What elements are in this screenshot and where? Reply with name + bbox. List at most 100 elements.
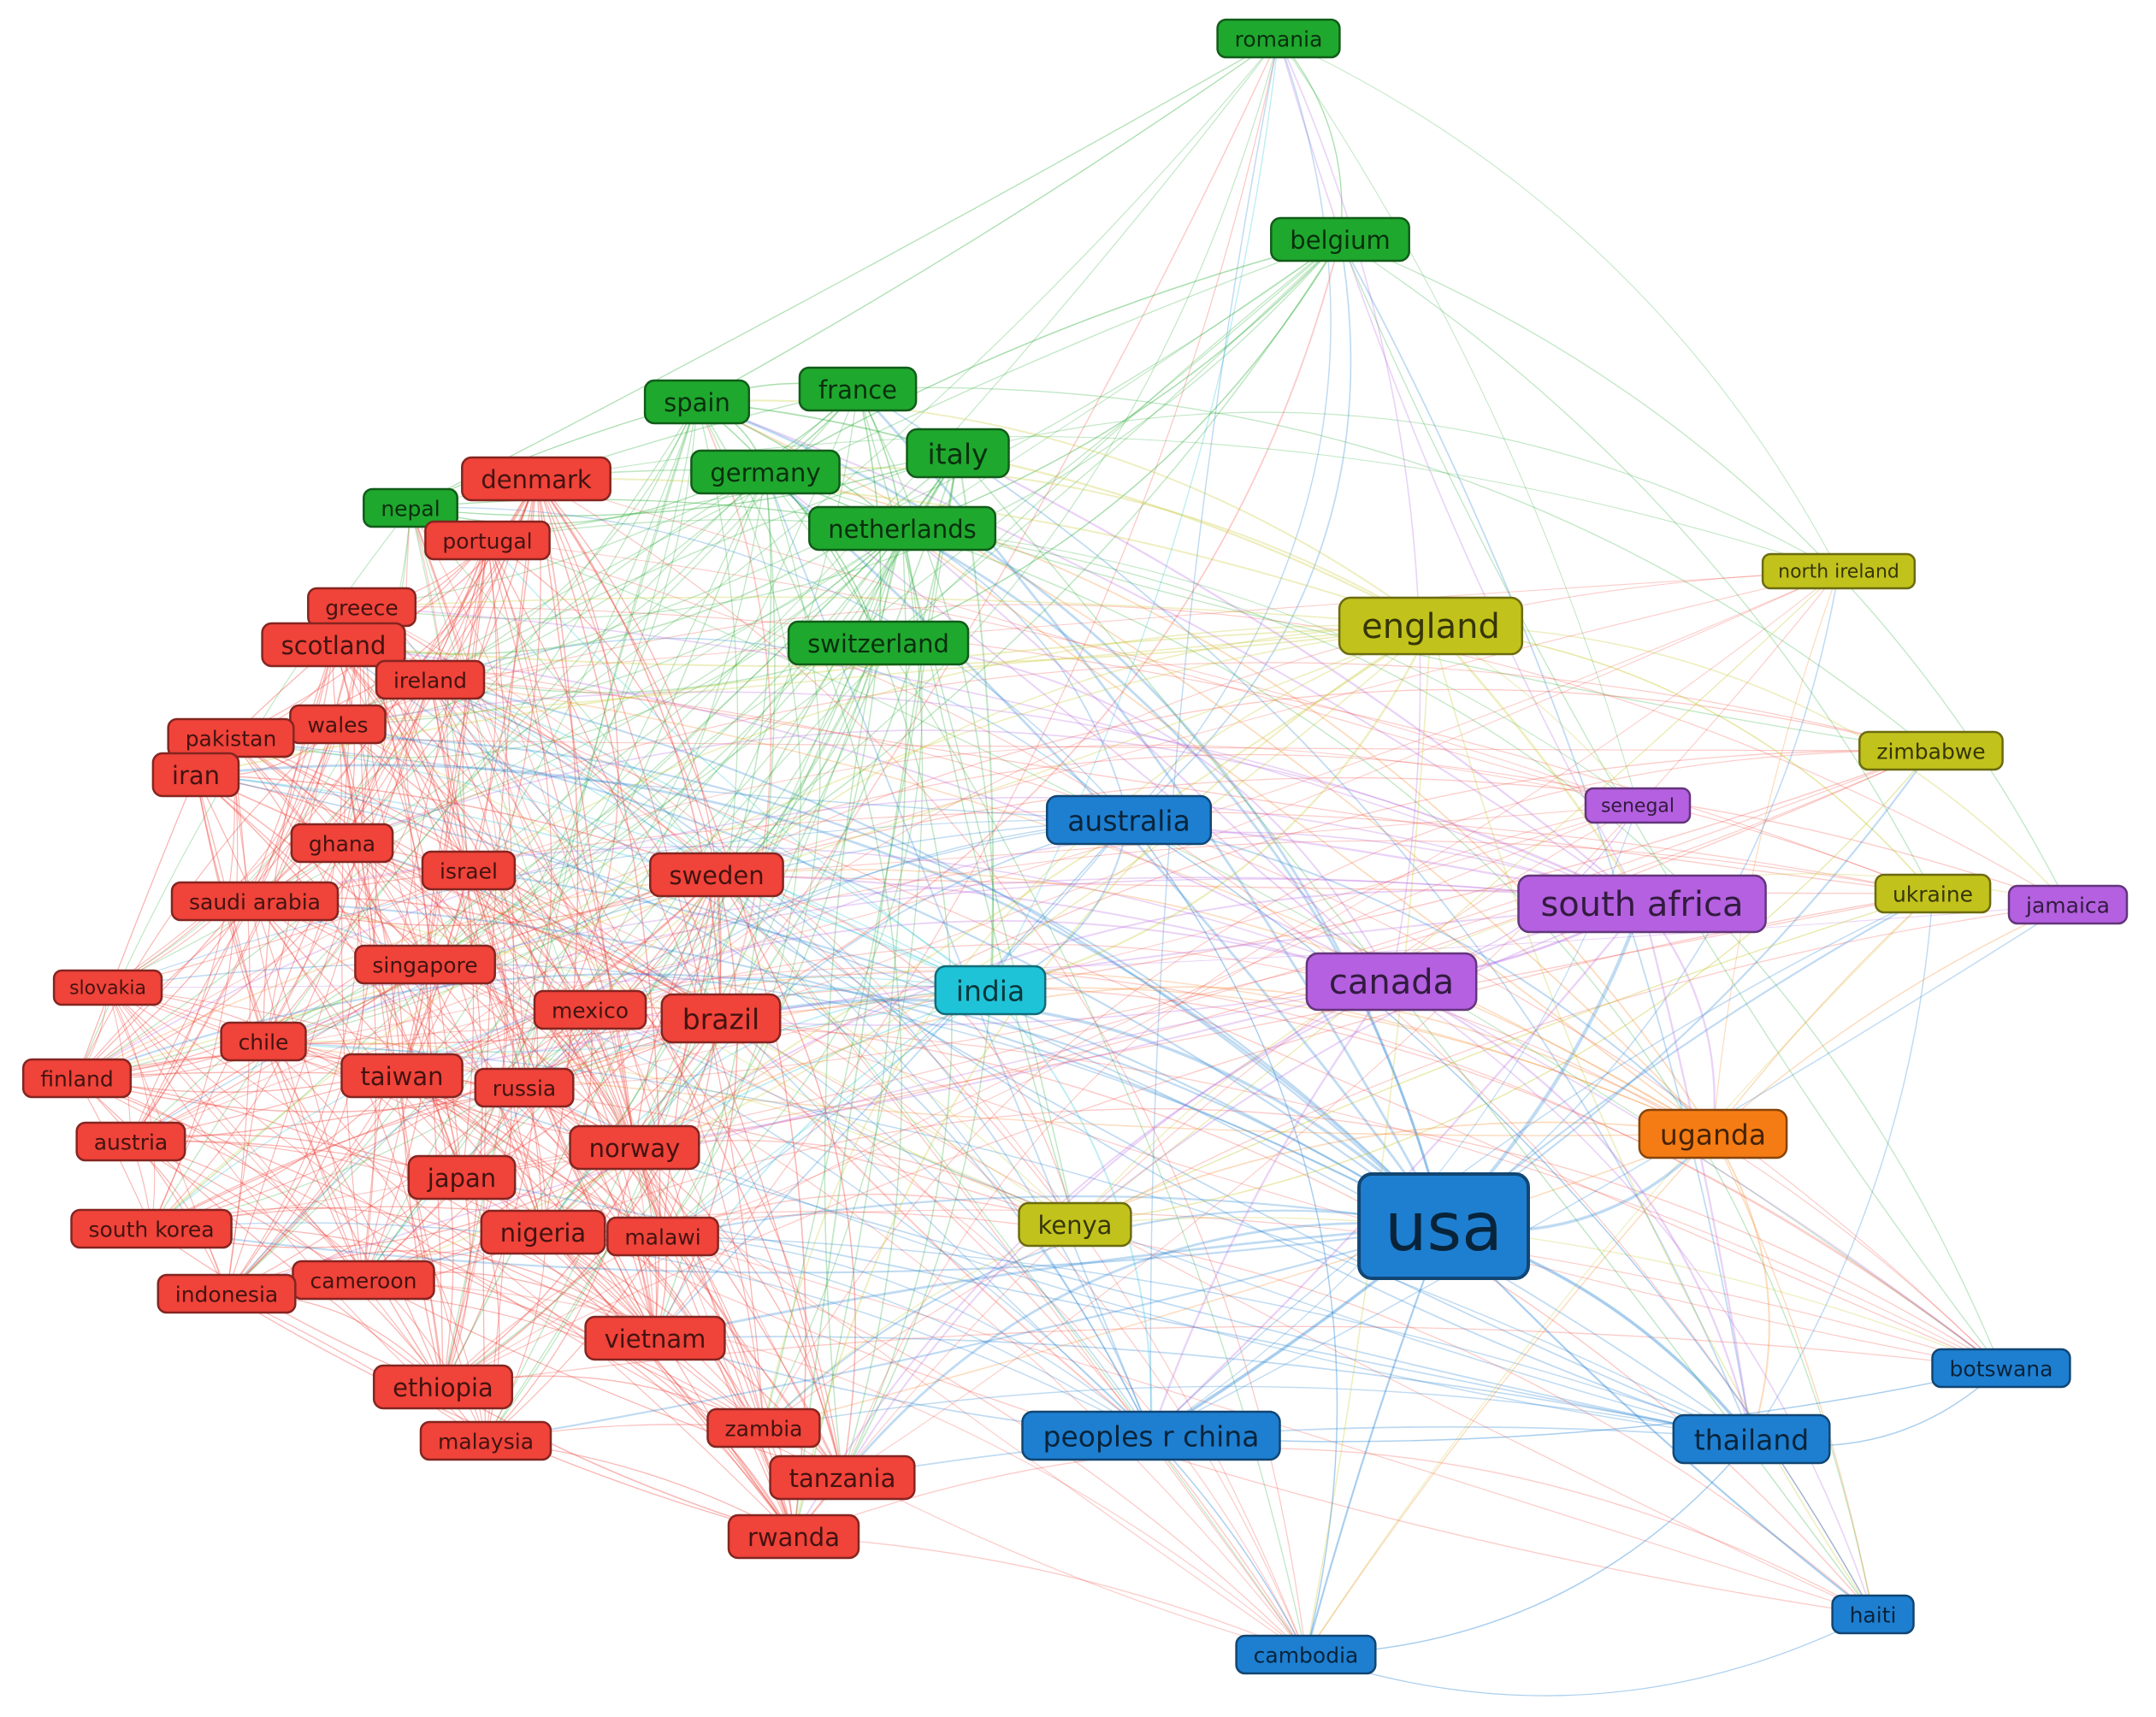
node-box-ireland [375, 659, 486, 700]
node-zambia[interactable]: zambia [706, 1407, 821, 1449]
node-india[interactable]: india [934, 965, 1047, 1016]
node-portugal[interactable]: portugal [424, 520, 551, 561]
node-malaysia[interactable]: malaysia [419, 1420, 552, 1461]
link-north-ireland-kenya [1074, 570, 1840, 1225]
node-box-norway [569, 1124, 700, 1171]
link-saudi-arabia-usa [254, 900, 1444, 1227]
node-cambodia[interactable]: cambodia [1235, 1634, 1377, 1675]
node-russia[interactable]: russia [474, 1067, 575, 1108]
link-jamaica-uganda [1712, 904, 2069, 1135]
node-japan[interactable]: japan [407, 1154, 517, 1201]
node-box-iran [151, 752, 240, 798]
node-ethiopia[interactable]: ethiopia [372, 1364, 514, 1410]
node-nepal[interactable]: nepal [363, 487, 458, 528]
node-rwanda[interactable]: rwanda [727, 1513, 860, 1560]
link-indonesia-vietnam [226, 1250, 656, 1339]
link-saudi-arabia-nigeria [254, 900, 544, 1233]
node-box-south-korea [70, 1208, 233, 1249]
node-thailand[interactable]: thailand [1672, 1413, 1831, 1465]
node-senegal[interactable]: senegal [1584, 787, 1692, 824]
node-iran[interactable]: iran [151, 752, 240, 798]
node-italy[interactable]: italy [906, 428, 1010, 479]
node-mexico[interactable]: mexico [533, 989, 647, 1030]
node-singapore[interactable]: singapore [354, 944, 496, 985]
node-malawi[interactable]: malawi [606, 1216, 719, 1257]
node-box-peoples-r-china [1021, 1410, 1281, 1461]
link-england-jamaica [1430, 625, 2069, 906]
node-uganda[interactable]: uganda [1638, 1108, 1788, 1159]
node-kenya[interactable]: kenya [1018, 1201, 1132, 1248]
node-cameroon[interactable]: cameroon [292, 1260, 435, 1301]
node-box-chile [220, 1021, 307, 1062]
link-italy-nepal [410, 452, 959, 517]
link-kenya-uganda [1074, 1121, 1714, 1225]
node-zimbabwe[interactable]: zimbabwe [1858, 730, 2004, 771]
node-romania[interactable]: romania [1216, 18, 1341, 59]
node-greece[interactable]: greece [307, 587, 417, 628]
node-south-africa[interactable]: south africa [1517, 874, 1767, 934]
node-netherlands[interactable]: netherlands [808, 505, 997, 552]
link-zambia-jamaica [763, 904, 2069, 1429]
node-brazil[interactable]: brazil [660, 993, 782, 1044]
node-south-korea[interactable]: south korea [70, 1208, 233, 1249]
node-germany[interactable]: germany [690, 449, 841, 495]
node-label-spain: spain [664, 388, 730, 417]
node-ukraine[interactable]: ukraine [1874, 873, 1992, 914]
node-north-ireland[interactable]: north ireland [1761, 552, 1917, 590]
node-norway[interactable]: norway [569, 1124, 700, 1171]
link-mexico-south-korea [151, 1009, 591, 1230]
link-ukraine-peoples-r-china [1150, 893, 1934, 1437]
node-box-sweden [649, 852, 784, 898]
link-portugal-rwanda [487, 540, 794, 1537]
node-jamaica[interactable]: jamaica [2007, 884, 2129, 925]
node-botswana[interactable]: botswana [1931, 1348, 2071, 1389]
node-ireland[interactable]: ireland [375, 659, 486, 700]
node-spain[interactable]: spain [643, 379, 751, 425]
node-scotland[interactable]: scotland [261, 622, 406, 668]
node-pakistan[interactable]: pakistan [167, 717, 295, 758]
node-nigeria[interactable]: nigeria [480, 1209, 606, 1255]
node-label-thailand: thailand [1694, 1424, 1810, 1457]
node-indonesia[interactable]: indonesia [157, 1273, 297, 1314]
node-england[interactable]: england [1338, 596, 1524, 656]
node-peoples-r-china[interactable]: peoples r china [1021, 1410, 1281, 1461]
link-sweden-jamaica [716, 776, 2069, 906]
link-ghana-zimbabwe [341, 662, 1932, 844]
node-wales[interactable]: wales [289, 704, 387, 745]
link-singapore-south-africa [424, 876, 1643, 965]
node-austria[interactable]: austria [75, 1121, 186, 1162]
node-ghana[interactable]: ghana [290, 823, 394, 864]
link-spain-russia [523, 401, 698, 1089]
node-chile[interactable]: chile [220, 1021, 307, 1062]
link-uganda-haiti [1712, 1133, 1874, 1615]
node-vietnam[interactable]: vietnam [584, 1315, 726, 1361]
node-slovakia[interactable]: slovakia [52, 969, 163, 1006]
link-netherlands-ghana [341, 528, 903, 844]
node-label-israel: israel [440, 859, 498, 884]
link-russia-senegal [523, 805, 1639, 1089]
link-scotland-canada [333, 644, 1392, 982]
node-israel[interactable]: israel [421, 850, 517, 891]
node-france[interactable]: france [798, 366, 918, 412]
node-saudi-arabia[interactable]: saudi arabia [170, 881, 340, 922]
node-canada[interactable]: canada [1305, 952, 1478, 1012]
link-romania-spain [696, 38, 1279, 403]
node-sweden[interactable]: sweden [649, 852, 784, 898]
node-switzerland[interactable]: switzerland [787, 620, 970, 666]
link-norway-south-africa [634, 889, 1643, 1148]
node-australia[interactable]: australia [1045, 794, 1213, 846]
node-box-tanzania [769, 1454, 916, 1501]
node-taiwan[interactable]: taiwan [340, 1053, 464, 1099]
node-haiti[interactable]: haiti [1831, 1594, 1915, 1635]
node-finland[interactable]: finland [21, 1058, 133, 1099]
link-ghana-south-africa [341, 729, 1643, 905]
node-denmark[interactable]: denmark [461, 456, 611, 502]
link-nigeria-haiti [542, 1211, 1874, 1615]
node-tanzania[interactable]: tanzania [769, 1454, 916, 1501]
node-usa[interactable]: usa [1357, 1172, 1530, 1280]
node-label-singapore: singapore [372, 953, 477, 978]
link-chile-malawi [263, 1041, 664, 1237]
node-belgium[interactable]: belgium [1270, 216, 1410, 263]
link-australia-haiti [1128, 819, 1874, 1615]
link-romania-india [989, 38, 1279, 991]
